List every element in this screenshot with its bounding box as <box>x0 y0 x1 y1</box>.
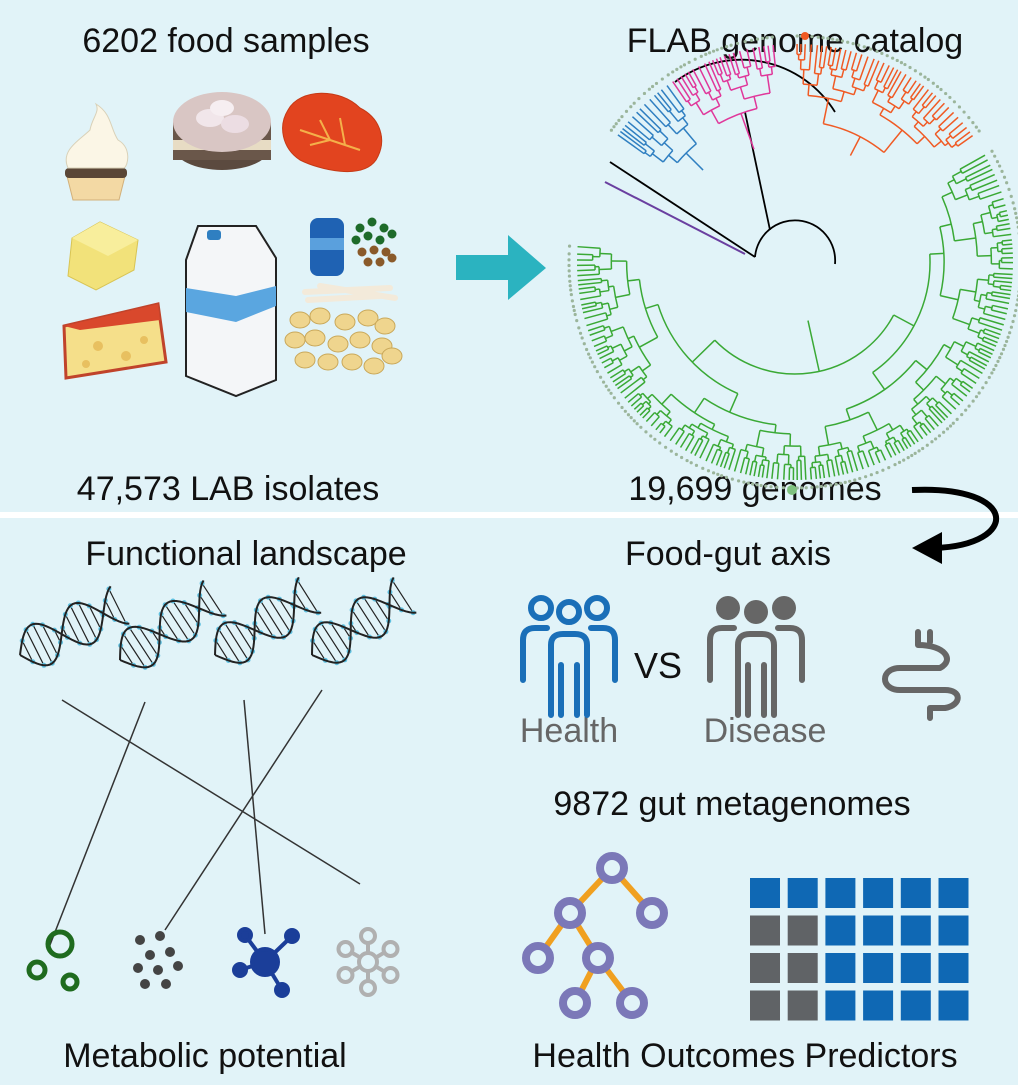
food-samples-title: 6202 food samples <box>82 22 369 60</box>
grid-cell <box>900 953 931 983</box>
grid-cell <box>938 915 969 946</box>
metabolic-potential-caption: Metabolic potential <box>63 1037 347 1075</box>
teal-arrow-icon <box>456 235 546 300</box>
genomes-caption: 19,699 genomes <box>628 470 881 508</box>
health-label: Health <box>520 712 618 750</box>
grid-cell <box>863 878 894 908</box>
grid-cell <box>750 915 780 946</box>
milk-carton-icon <box>185 225 277 398</box>
soybeans-icon <box>284 307 403 375</box>
food-gut-axis-title: Food-gut axis <box>625 535 831 573</box>
grid-cell <box>938 990 969 1021</box>
dark-dots-icon <box>133 931 183 989</box>
grid-cell <box>787 990 818 1021</box>
shredded-vegetable-icon <box>302 283 398 303</box>
functional-landscape-title: Functional landscape <box>85 535 406 573</box>
grid-cell <box>863 915 894 946</box>
seeds-icon <box>351 217 397 267</box>
butter-icon <box>67 221 139 291</box>
blue-network-icon <box>232 927 300 998</box>
grid-cell <box>900 915 931 946</box>
predictor-grid <box>750 878 969 1021</box>
phylogenetic-tree <box>567 32 1018 495</box>
section-divider <box>0 512 1018 518</box>
grid-cell <box>825 953 856 983</box>
grid-cell <box>900 878 931 908</box>
disease-people-icon <box>707 596 805 718</box>
connection-lines <box>47 689 361 951</box>
food-illustrations <box>62 92 403 398</box>
fermented-beverage-can-icon <box>310 218 344 276</box>
grid-cell <box>787 915 818 946</box>
decision-tree-icon <box>522 852 668 1019</box>
cupcake-icon <box>65 102 129 201</box>
grid-cell <box>750 953 780 983</box>
health-outcomes-predictors-caption: Health Outcomes Predictors <box>532 1037 957 1075</box>
grid-cell <box>825 878 856 908</box>
gut-metagenomes-label: 9872 gut metagenomes <box>553 785 910 823</box>
vs-label: VS <box>634 645 682 686</box>
cheese-icon <box>62 302 168 380</box>
gray-network-icon <box>336 927 400 997</box>
dna-helix-icon <box>118 580 227 670</box>
grid-cell <box>750 878 780 908</box>
lab-isolates-caption: 47,573 LAB isolates <box>77 470 379 508</box>
grid-cell <box>825 915 856 946</box>
grid-cell <box>825 990 856 1021</box>
dna-helix-icon <box>19 585 130 668</box>
grid-cell <box>863 953 894 983</box>
genome-catalog-title: FLAB genome catalog <box>627 22 963 60</box>
fermented-seafood-can-icon <box>173 92 271 170</box>
grid-cell <box>938 953 969 983</box>
grid-cell <box>863 990 894 1021</box>
grid-cell <box>787 953 818 983</box>
grid-cell <box>787 878 818 908</box>
grid-cell <box>750 990 780 1021</box>
kimchi-icon <box>282 92 383 173</box>
green-circles-icon <box>26 929 80 992</box>
health-people-icon <box>520 595 618 718</box>
curved-arrow-icon <box>911 486 999 564</box>
intestine-icon <box>882 629 961 721</box>
dna-helices <box>19 576 417 670</box>
disease-label: Disease <box>704 712 827 750</box>
dna-helix-icon <box>310 576 417 666</box>
grid-cell <box>900 990 931 1021</box>
dna-helix-icon <box>213 576 322 666</box>
grid-cell <box>938 878 969 908</box>
